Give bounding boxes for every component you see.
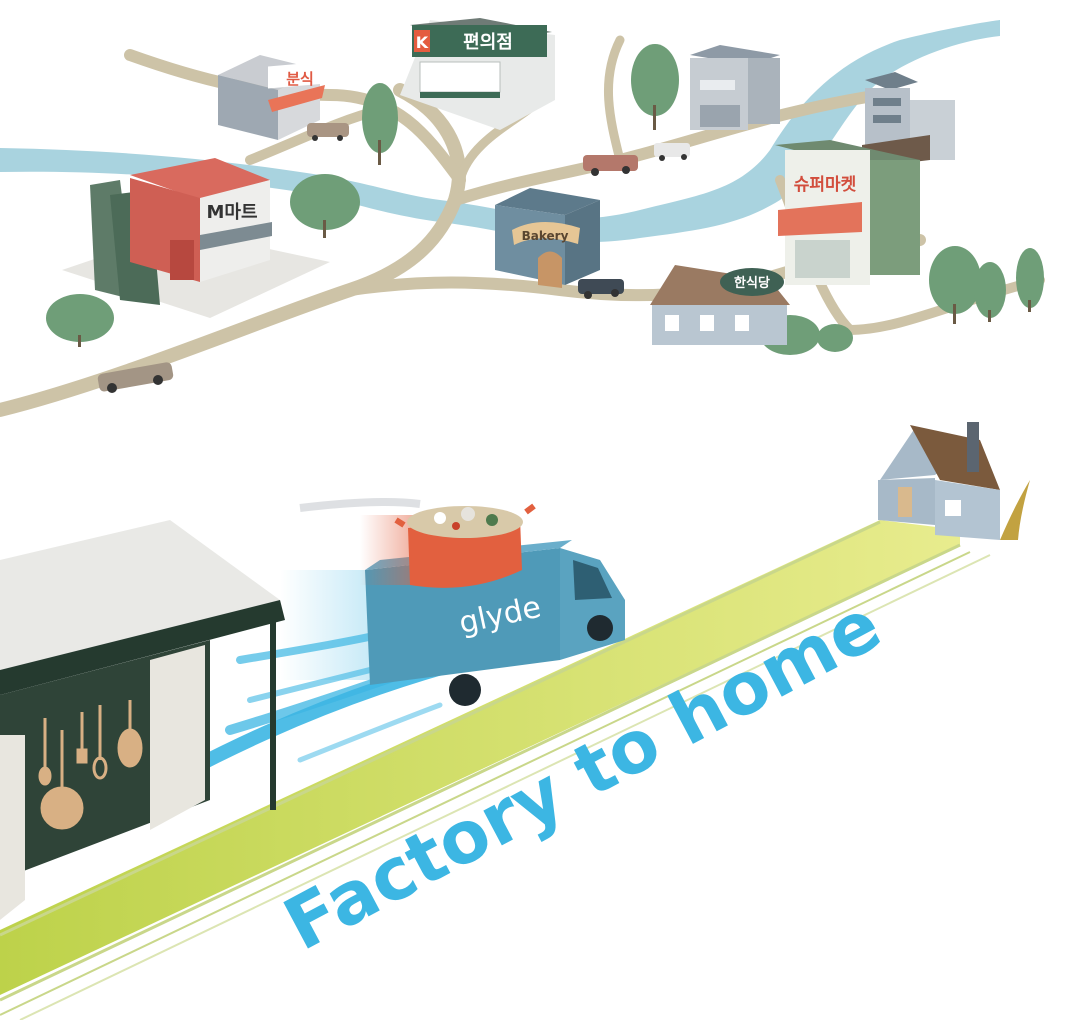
town-map: 분식 K 편의점: [0, 18, 1044, 410]
bunsik-sign: 분식: [286, 70, 314, 88]
destination-house: [878, 422, 1030, 540]
bakery: Bakery: [495, 188, 600, 288]
bakery-sign: Bakery: [522, 229, 569, 243]
car-3: [583, 155, 638, 176]
hansikdang-house: 한식당: [650, 265, 790, 345]
convenience-logo: K: [416, 33, 429, 52]
delivery-scene: glyde: [0, 422, 1080, 1020]
hansikdang-sign: 한식당: [734, 275, 770, 291]
mart-sign: M마트: [206, 202, 257, 223]
car-2: [307, 123, 349, 141]
car-4: [654, 143, 690, 161]
convenience-sign: 편의점: [463, 32, 513, 53]
supermarket-sign: 슈퍼마켓: [794, 175, 857, 195]
office-building: [690, 45, 780, 130]
supermarket: 슈퍼마켓: [775, 140, 920, 285]
